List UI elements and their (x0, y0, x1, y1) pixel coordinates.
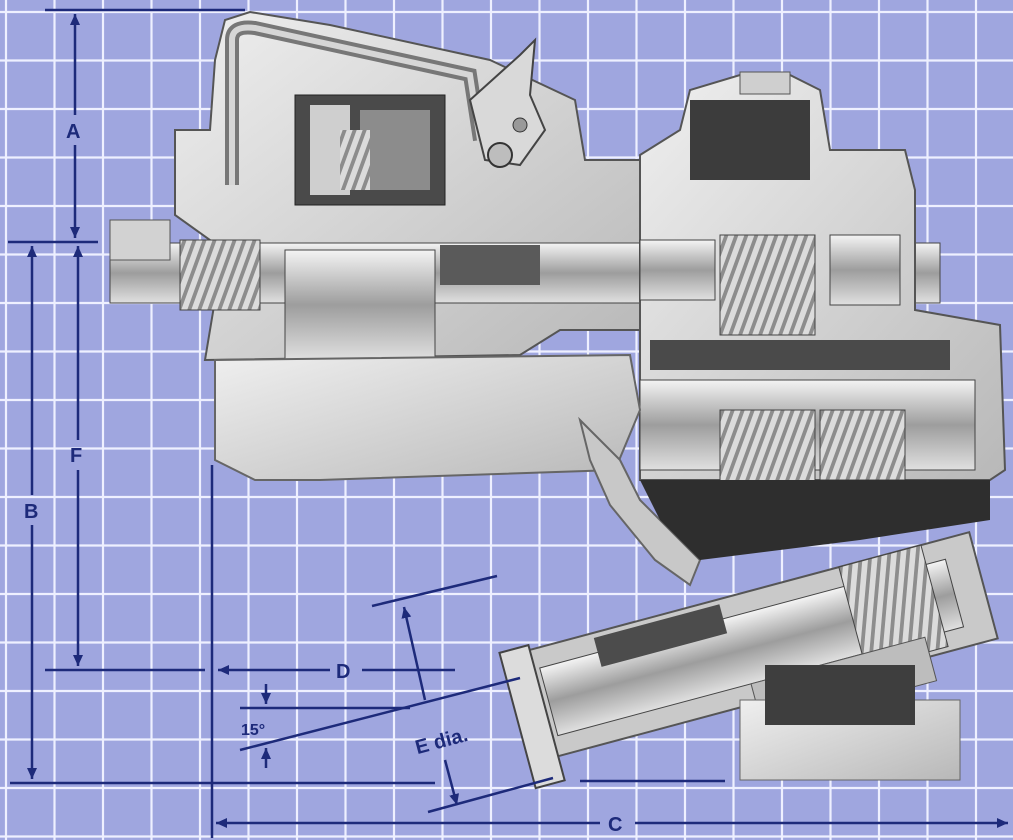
shift-lever (468, 37, 547, 168)
transmission-cutaway (109, 10, 1007, 790)
label-c: C (608, 814, 622, 836)
lower-casing (214, 353, 642, 481)
upper-helical-gear (719, 234, 816, 336)
label-f: F (70, 445, 82, 467)
extension-line-e-bottom (427, 776, 554, 814)
label-a: A (66, 121, 80, 143)
dimension-arrow-e-down (443, 759, 459, 806)
extension-line-e-top (371, 574, 498, 608)
label-b: B (24, 501, 38, 523)
dimension-lines (8, 8, 1008, 838)
angled-output-shaft (498, 530, 999, 790)
extension-line-15-angled (239, 676, 521, 752)
lower-helical-gear-2 (819, 409, 906, 481)
label-d: D (336, 661, 350, 683)
dimension-arrow-e-up (401, 606, 427, 701)
label-angle: 15° (241, 722, 265, 739)
